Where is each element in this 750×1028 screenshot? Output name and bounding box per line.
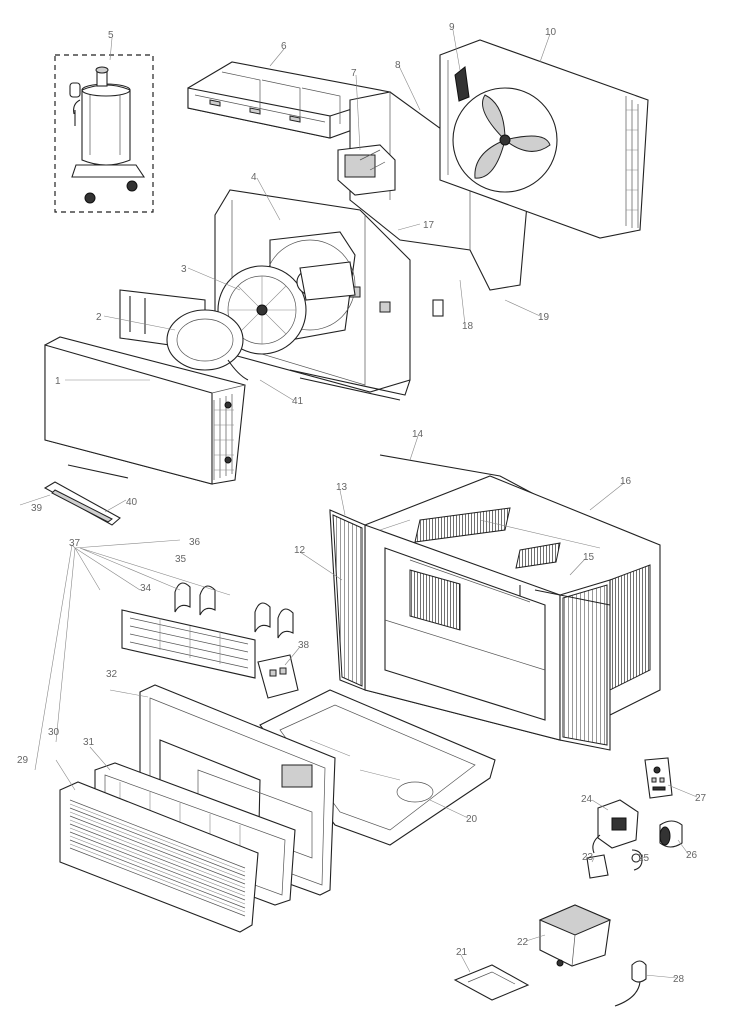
callout-3: 3 xyxy=(181,264,187,275)
capacitor-part xyxy=(659,820,683,848)
callout-labels: 1 2 3 4 5 6 7 8 9 10 12 13 14 15 16 17 1… xyxy=(17,22,707,985)
orifice-ring-part xyxy=(119,289,249,451)
leader-lines xyxy=(19,29,698,979)
callout-28: 28 xyxy=(673,974,685,985)
electrical-box-part xyxy=(538,904,612,967)
callout-21: 21 xyxy=(456,947,468,958)
callout-22: 22 xyxy=(517,937,529,948)
callout-17: 17 xyxy=(423,220,435,231)
callout-38: 38 xyxy=(298,640,310,651)
remote-control-part xyxy=(644,757,673,799)
callout-20: 20 xyxy=(466,814,478,825)
callout-7: 7 xyxy=(351,68,357,79)
callout-27: 27 xyxy=(695,793,707,804)
condenser-shroud-part xyxy=(337,91,531,291)
callout-40: 40 xyxy=(126,497,138,508)
callout-24: 24 xyxy=(581,794,593,805)
callout-31: 31 xyxy=(83,737,95,748)
cover-plate-part xyxy=(453,964,530,1001)
callout-10: 10 xyxy=(545,27,557,38)
callout-12: 12 xyxy=(294,545,306,556)
callout-34: 34 xyxy=(140,583,152,594)
compressor-part xyxy=(54,54,154,213)
callout-6: 6 xyxy=(281,41,287,52)
callout-18: 18 xyxy=(462,321,474,332)
callout-14: 14 xyxy=(412,429,424,440)
callout-23: 23 xyxy=(582,852,594,863)
callout-2: 2 xyxy=(96,312,102,323)
relay-part xyxy=(586,849,643,879)
callout-41: 41 xyxy=(292,396,304,407)
callout-9: 9 xyxy=(449,22,455,33)
condenser-coil-part xyxy=(439,39,649,239)
callout-13: 13 xyxy=(336,482,348,493)
callout-19: 19 xyxy=(538,312,550,323)
callout-5: 5 xyxy=(108,30,114,41)
cabinet-part xyxy=(329,454,661,751)
filter-rail-part xyxy=(43,464,129,526)
callout-16: 16 xyxy=(620,476,632,487)
callout-39: 39 xyxy=(31,503,43,514)
air-guide-panel-part xyxy=(187,61,391,139)
power-cord-part xyxy=(614,960,647,1007)
callout-8: 8 xyxy=(395,60,401,71)
callout-36: 36 xyxy=(189,537,201,548)
callout-35: 35 xyxy=(175,554,187,565)
callout-15: 15 xyxy=(583,552,595,563)
callout-32: 32 xyxy=(106,669,118,680)
callout-37: 37 xyxy=(69,538,81,549)
control-board-part xyxy=(592,799,639,854)
front-grille-part xyxy=(59,781,259,933)
callout-4: 4 xyxy=(251,172,257,183)
callout-30: 30 xyxy=(48,727,60,738)
callout-25: 25 xyxy=(638,853,650,864)
callout-26: 26 xyxy=(686,850,698,861)
callout-1: 1 xyxy=(55,376,61,387)
louver-insert-part xyxy=(121,582,299,699)
callout-29: 29 xyxy=(17,755,29,766)
